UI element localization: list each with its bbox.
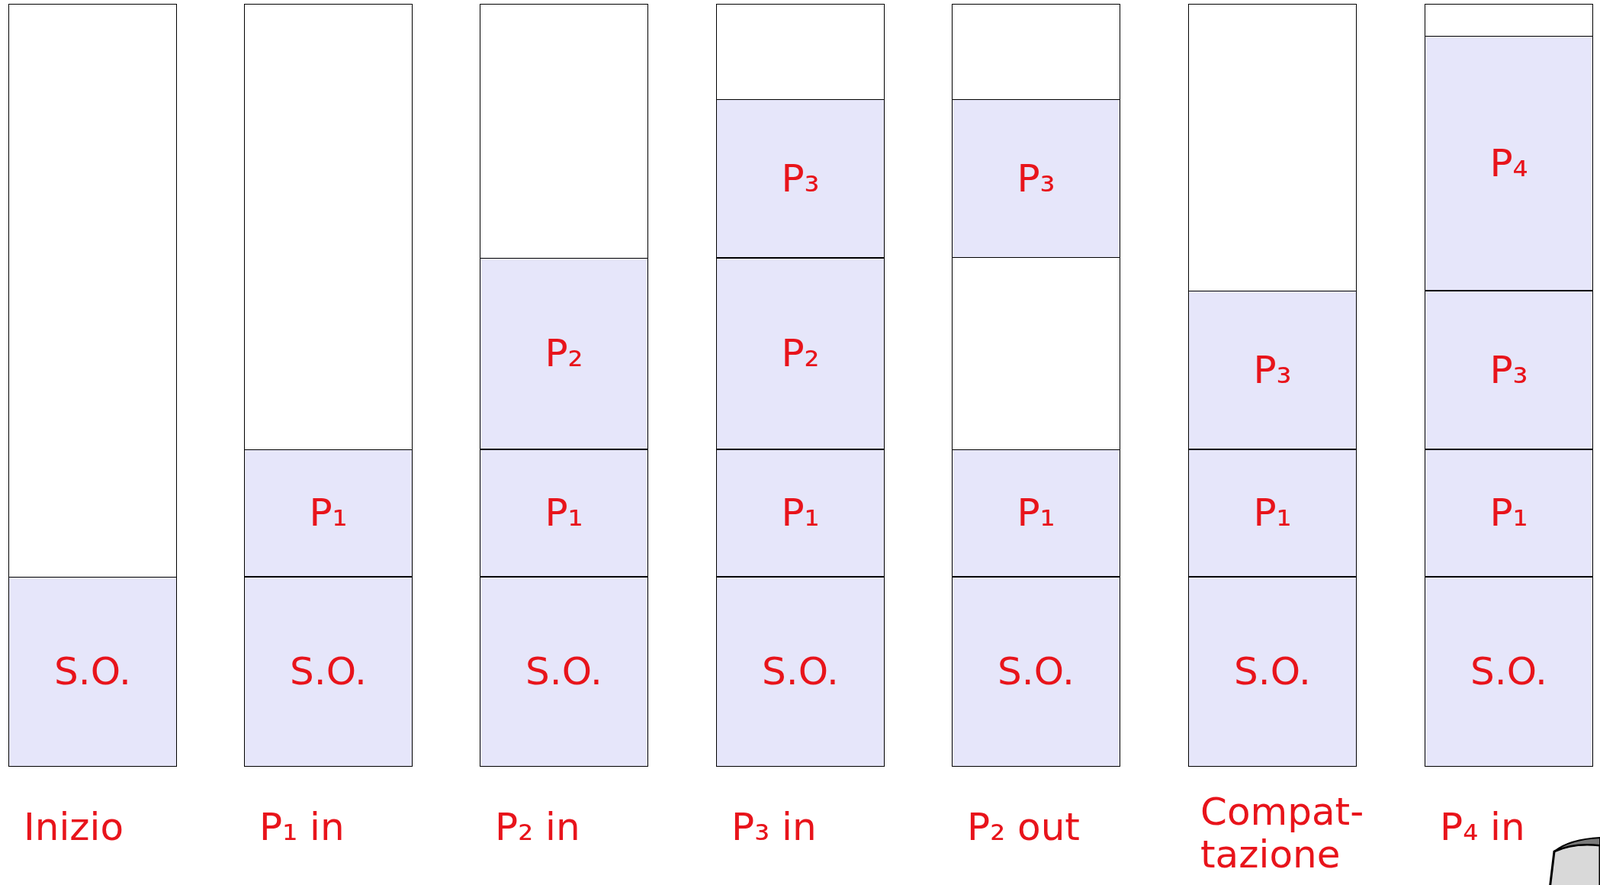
process-block: P₂ — [479, 257, 649, 450]
block-label: S.O. — [54, 650, 132, 693]
block-label: P₁ — [544, 491, 583, 534]
block-label: S.O. — [289, 650, 367, 693]
block-label: P₃ — [1016, 157, 1055, 200]
os-block: S.O. — [716, 576, 885, 767]
block-label: P₂ — [780, 332, 820, 375]
process-block: P₄ — [1424, 35, 1594, 291]
block-label: S.O. — [525, 650, 603, 693]
block-label: P₁ — [1489, 491, 1528, 534]
block-label: P₃ — [1489, 349, 1528, 392]
process-block: P₁ — [479, 449, 649, 577]
block-label: P₄ — [1489, 142, 1528, 185]
block-label: P₃ — [1253, 349, 1292, 392]
block-label: S.O. — [1470, 650, 1548, 693]
block-label: P₁ — [1253, 491, 1292, 534]
page-curl-icon — [1546, 835, 1600, 885]
step-label: Compat- tazione — [1200, 790, 1376, 876]
process-block: P₁ — [1424, 449, 1594, 577]
block-label: P₁ — [308, 491, 347, 534]
block-label: S.O. — [1233, 650, 1311, 693]
block-label: P₁ — [1016, 491, 1055, 534]
os-block: S.O. — [951, 576, 1121, 767]
process-block: P₃ — [1188, 290, 1357, 450]
step-label: Inizio — [23, 805, 124, 849]
step-label: P₂ in — [494, 805, 581, 849]
step-label: P₄ in — [1439, 805, 1526, 849]
step-label: P₃ in — [731, 805, 817, 849]
block-label: P₂ — [544, 332, 583, 375]
process-block: P₁ — [244, 449, 413, 577]
process-block: P₁ — [716, 449, 885, 577]
process-block: P₃ — [1424, 290, 1594, 450]
step-label: P₂ out — [967, 805, 1080, 849]
block-label: P₁ — [780, 491, 820, 534]
os-block: S.O. — [1188, 576, 1357, 767]
os-block: S.O. — [8, 576, 177, 767]
os-block: S.O. — [479, 576, 649, 767]
process-block: P₁ — [951, 449, 1121, 577]
process-block: P₁ — [1188, 449, 1357, 577]
block-label: P₃ — [780, 157, 820, 200]
step-label: P₁ in — [259, 805, 345, 849]
os-block: S.O. — [1424, 576, 1594, 767]
os-block: S.O. — [244, 576, 413, 767]
process-block: P₃ — [716, 99, 885, 258]
process-block: P₂ — [716, 257, 885, 450]
block-label: S.O. — [761, 650, 839, 693]
process-block: P₃ — [951, 99, 1121, 258]
block-label: S.O. — [997, 650, 1075, 693]
